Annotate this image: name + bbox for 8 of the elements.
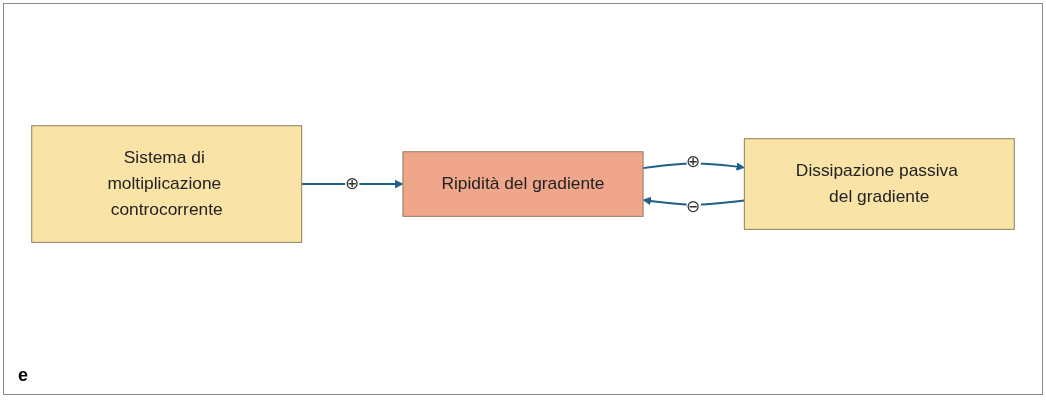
- panel-letter: e: [18, 365, 28, 386]
- edge-label: ⊖: [686, 196, 701, 216]
- node-box: Dissipazione passiva del gradiente: [743, 138, 1015, 230]
- edge-label: ⊕: [686, 151, 701, 171]
- arrow: [642, 162, 745, 171]
- node-box: Ripidità del gradiente: [402, 151, 644, 217]
- node-box: Sistema di moltiplicazione controcorrente: [31, 125, 303, 243]
- edge-label: ⊕: [345, 173, 360, 194]
